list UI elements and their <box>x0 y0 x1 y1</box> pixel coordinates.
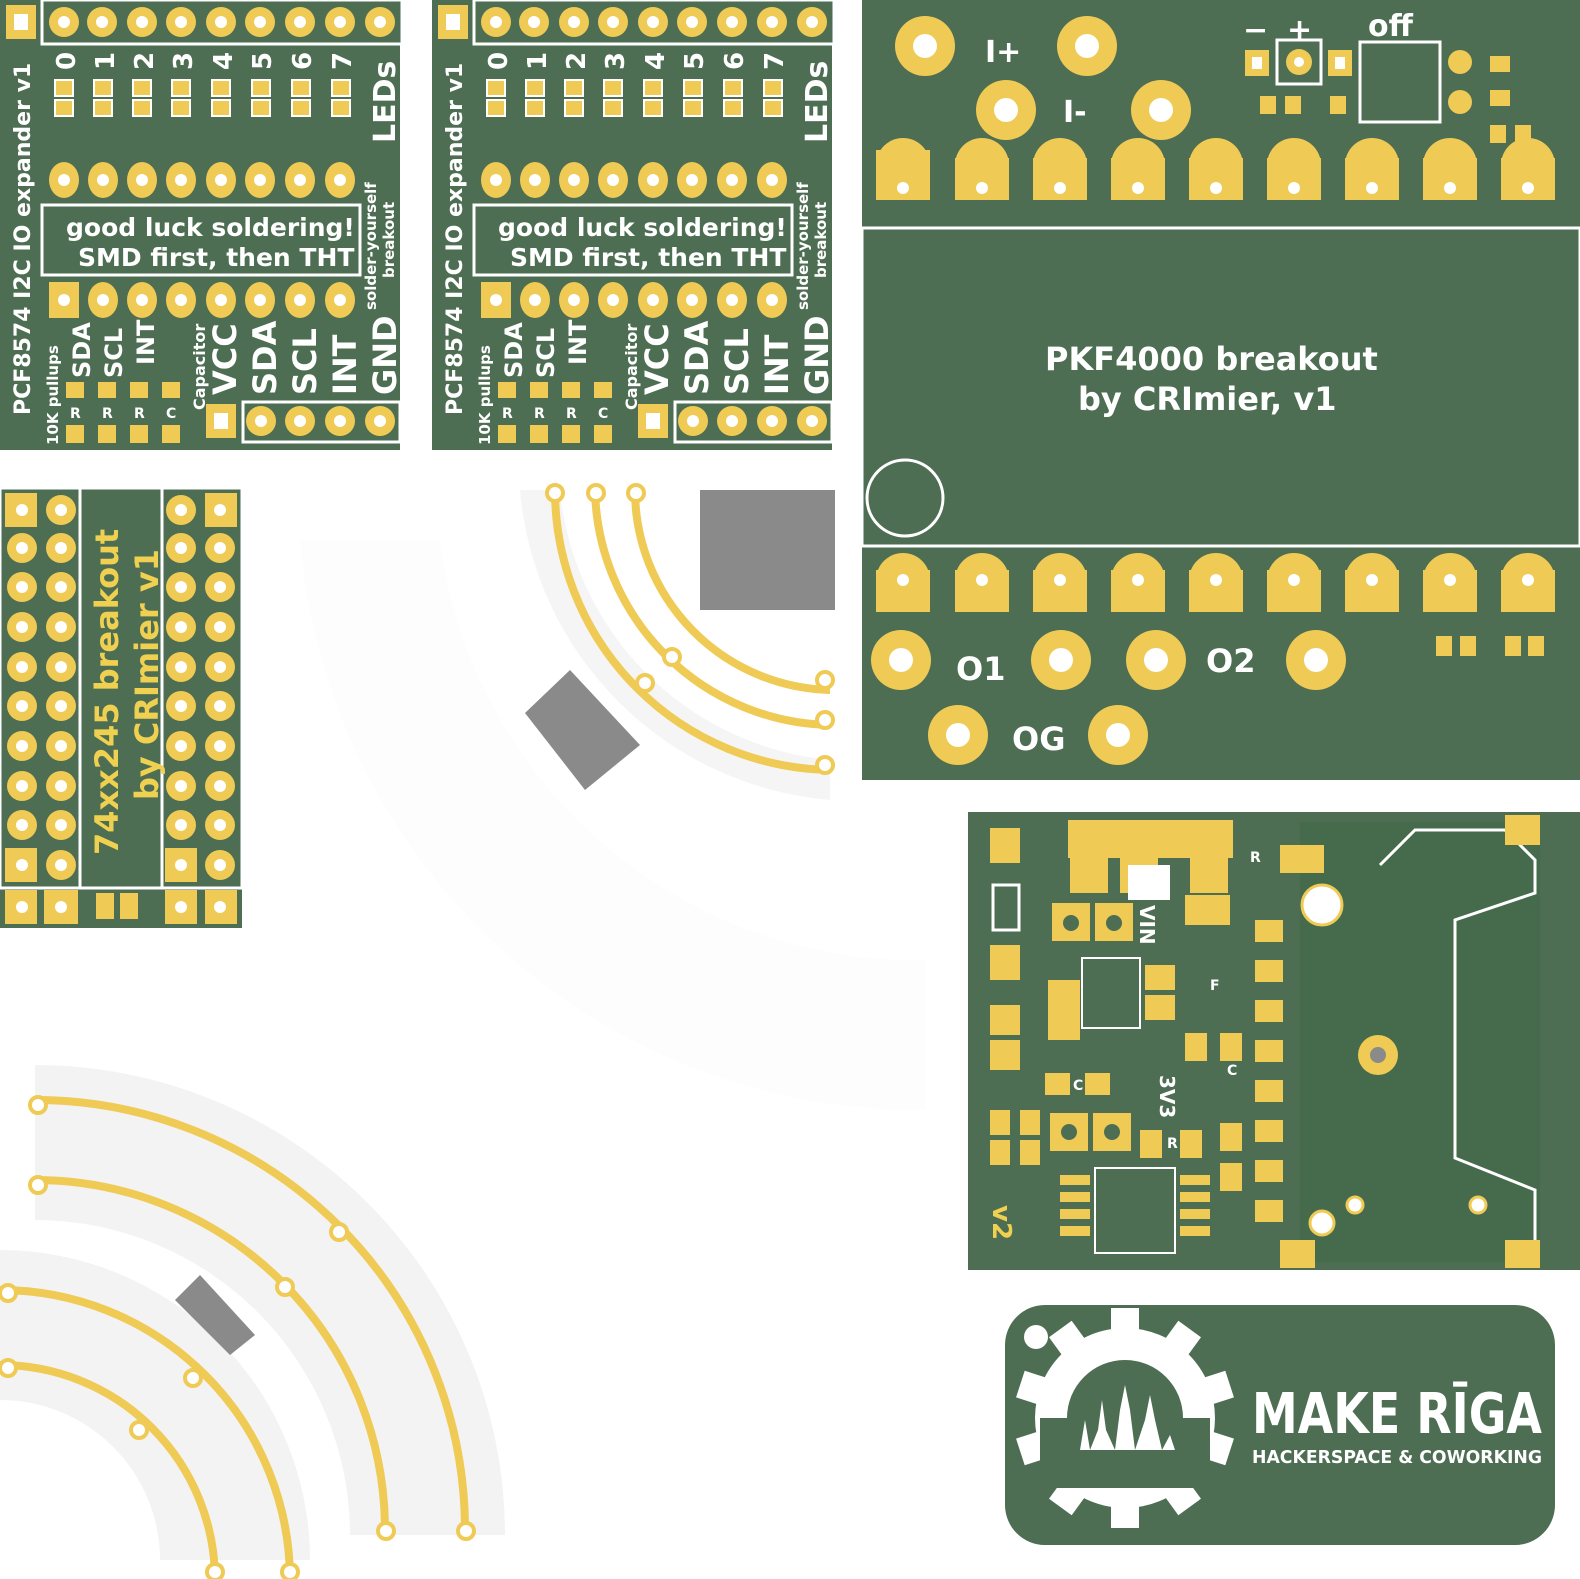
ch-5: 5 <box>680 52 710 70</box>
header-sda: SDA <box>246 320 284 395</box>
plus-label: + <box>1287 13 1312 48</box>
ch-0: 0 <box>484 52 514 70</box>
ch-2: 2 <box>130 52 160 70</box>
pullup-scl: SCL <box>100 328 128 378</box>
pullup-int: INT <box>132 319 160 365</box>
minus-label: − <box>1243 13 1268 48</box>
r-marker: R <box>1250 850 1261 866</box>
pcf8574-silk-2: PCF8574 I2C IO expander v1 0 1 2 3 4 5 6… <box>443 52 836 445</box>
ch-6: 6 <box>288 52 318 70</box>
c-marker: C <box>598 406 608 422</box>
74xx245-silk: 74xx245 breakout by CRImier v1 <box>88 529 166 855</box>
capacitor-label: Capacitor <box>190 324 209 410</box>
header-int: INT <box>758 334 796 395</box>
pcf8574-silk-1: PCF8574 I2C IO expander v1 0 1 2 3 4 5 6… <box>11 52 404 445</box>
logo-subtitle: HACKERSPACE & COWORKING <box>1252 1447 1542 1468</box>
o1-label: O1 <box>956 650 1005 688</box>
capacitor-label: Capacitor <box>622 324 641 410</box>
header-scl: SCL <box>286 328 324 395</box>
i-plus-label: I+ <box>985 35 1021 70</box>
ch-6: 6 <box>720 52 750 70</box>
pullup-label: 10K pullups <box>476 345 494 445</box>
og-label: OG <box>1012 720 1065 758</box>
ic-title-1: 74xx245 breakout <box>88 529 126 855</box>
make-riga-logo: MAKE RĪGA HACKERSPACE & COWORKING <box>1252 1382 1543 1468</box>
pcf-title: PCF8574 I2C IO expander v1 <box>443 63 468 415</box>
i-minus-label: I- <box>1063 95 1087 130</box>
leds-label: LEDs <box>800 61 835 143</box>
ch-1: 1 <box>91 52 121 70</box>
gear-logo-icon <box>1016 1308 1234 1528</box>
note-line-1: good luck soldering! <box>498 213 787 242</box>
power-silk: VIN 3V3 v2 R R C C F <box>986 850 1261 1240</box>
pullup-label: 10K pullups <box>44 345 62 445</box>
breakout-label-1: solder-yourself <box>362 182 380 310</box>
header-vcc: VCC <box>206 323 244 395</box>
v3v3-label: 3V3 <box>1155 1075 1179 1118</box>
74xx245-board <box>0 486 244 928</box>
o2-label: O2 <box>1206 642 1255 680</box>
header-sda: SDA <box>678 320 716 395</box>
channel-labels: 0 1 2 3 4 5 6 7 <box>484 52 790 70</box>
ch-3: 3 <box>601 52 631 70</box>
c-marker: C <box>1227 1063 1237 1079</box>
r-marker: R <box>70 406 81 422</box>
breakout-label-2: breakout <box>380 202 398 278</box>
note-line-2: SMD first, then THT <box>78 243 354 272</box>
c-marker: C <box>166 406 176 422</box>
ch-0: 0 <box>52 52 82 70</box>
ch-7: 7 <box>328 52 358 70</box>
pcf8574-board <box>0 0 404 450</box>
ch-3: 3 <box>169 52 199 70</box>
ch-1: 1 <box>523 52 553 70</box>
ch-7: 7 <box>760 52 790 70</box>
pullup-scl: SCL <box>532 328 560 378</box>
pcf-title: PCF8574 I2C IO expander v1 <box>11 63 36 415</box>
header-int: INT <box>326 334 364 395</box>
note-line-1: good luck soldering! <box>66 213 355 242</box>
r-marker: R <box>1167 1136 1178 1152</box>
r-marker: R <box>566 406 577 422</box>
logo-name: MAKE RĪGA <box>1252 1382 1543 1447</box>
c-marker: C <box>1073 1078 1083 1094</box>
leds-label: LEDs <box>368 61 403 143</box>
breakout-label-2: breakout <box>812 202 830 278</box>
power-board <box>968 812 1580 1270</box>
pullup-int: INT <box>564 319 592 365</box>
pullup-sda: SDA <box>500 322 528 378</box>
ch-2: 2 <box>562 52 592 70</box>
header-vcc: VCC <box>638 323 676 395</box>
ch-5: 5 <box>248 52 278 70</box>
note-line-2: SMD first, then THT <box>510 243 786 272</box>
pkf4000-board <box>860 0 1580 780</box>
ic-title-2: by CRImier v1 <box>128 549 166 800</box>
r-marker: R <box>134 406 145 422</box>
header-gnd: GND <box>366 315 404 395</box>
r-marker: R <box>502 406 513 422</box>
breakout-label-1: solder-yourself <box>794 182 812 310</box>
header-scl: SCL <box>718 328 756 395</box>
channel-labels: 0 1 2 3 4 5 6 7 <box>52 52 358 70</box>
r-marker: R <box>534 406 545 422</box>
pullup-sda: SDA <box>68 322 96 378</box>
header-gnd: GND <box>798 315 836 395</box>
arc-rails <box>0 483 925 1579</box>
pkf-title-1: PKF4000 breakout <box>1045 340 1378 378</box>
r-marker: R <box>102 406 113 422</box>
pkf-title-2: by CRImier, v1 <box>1078 380 1336 418</box>
pkf4000-silk: PKF4000 breakout by CRImier, v1 I+ I- − … <box>956 9 1414 758</box>
vin-label: VIN <box>1135 905 1159 945</box>
ch-4: 4 <box>209 52 239 70</box>
ch-4: 4 <box>641 52 671 70</box>
f-marker: F <box>1210 978 1220 994</box>
version-label: v2 <box>986 1205 1016 1240</box>
off-label: off <box>1368 9 1414 44</box>
